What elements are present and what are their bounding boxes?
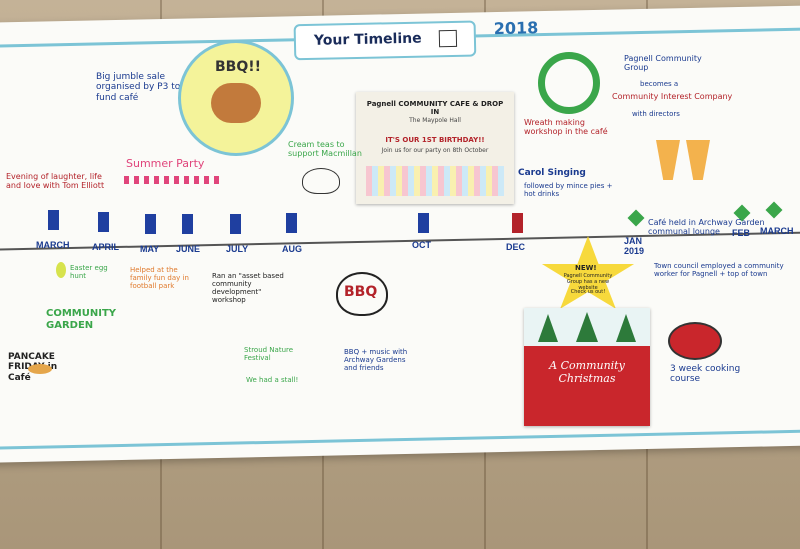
note-helped-family: Helped at the family fun day in football… bbox=[130, 266, 189, 291]
month-label-march: MARCH bbox=[36, 240, 70, 250]
burger-icon bbox=[211, 83, 261, 123]
note-community-garden: COMMUNITY GARDEN bbox=[46, 308, 117, 331]
note-evening-laughter: Evening of laughter, life and love with … bbox=[6, 172, 105, 191]
bbq-grill-label: BBQ bbox=[344, 284, 378, 300]
note-bbq-music: BBQ + music with Archway Gardens and fri… bbox=[344, 348, 408, 373]
note-community-group: Pagnell Community Group bbox=[624, 54, 702, 73]
cafe-flyer-venue: The Maypole Hall bbox=[409, 117, 461, 124]
christmas-flyer-title: A Community Christmas bbox=[549, 359, 625, 385]
cafe-flyer-join: Join us for our party on 8th October bbox=[381, 147, 489, 154]
note-carol-sub: followed by mince pies + hot drinks bbox=[524, 182, 613, 199]
christmas-flyer: A Community Christmas bbox=[524, 308, 650, 426]
month-label-jan: JAN 2019 bbox=[624, 236, 645, 256]
cafe-flyer-birthday: IT'S OUR 1ST BIRTHDAY!! bbox=[385, 136, 485, 144]
note-cream-teas: Cream teas to support Macmillan bbox=[288, 140, 362, 159]
bbq-flyer-circle: BBQ!! bbox=[178, 40, 294, 156]
year-label: 2018 bbox=[493, 18, 539, 39]
month-label-july: JULY bbox=[226, 244, 249, 254]
note-asset-workshop: Ran an "asset based community developmen… bbox=[212, 272, 284, 305]
note-wreath-workshop: Wreath making workshop in the café bbox=[524, 118, 608, 137]
teapot-icon bbox=[302, 168, 340, 194]
month-label-dec: DEC bbox=[506, 242, 526, 252]
month-label-feb: FEB bbox=[732, 228, 750, 238]
bbq-flyer-title: BBQ!! bbox=[215, 59, 262, 75]
month-mark-april bbox=[98, 212, 109, 232]
calendar-icon bbox=[438, 29, 458, 48]
month-mark-may bbox=[145, 214, 156, 234]
month-mark-oct bbox=[418, 213, 429, 233]
month-mark-dec bbox=[512, 213, 523, 233]
title-box: Your Timeline bbox=[293, 20, 477, 61]
bottom-border-line bbox=[0, 429, 800, 450]
note-cic: Community Interest Company bbox=[612, 92, 733, 101]
star-new-label: NEW! bbox=[575, 264, 597, 272]
note-jumble-sale: Big jumble sale organised by P3 to fund … bbox=[96, 72, 181, 103]
month-mark-aug bbox=[286, 213, 297, 233]
bbq-grill-icon: BBQ bbox=[336, 272, 388, 316]
note-summer-party: Summer Party bbox=[126, 157, 205, 170]
month-label-june: JUNE bbox=[176, 244, 201, 254]
month-label-march-2019: MARCH bbox=[760, 226, 794, 236]
note-garden-cafe: Café held in Archway Garden communal lou… bbox=[648, 218, 765, 237]
month-label-oct: OCT bbox=[412, 240, 431, 250]
note-stroud-festival: Stroud Nature Festival bbox=[244, 346, 294, 363]
note-directors: with directors bbox=[632, 110, 680, 118]
cafe-flyer-heading: Pagnell COMMUNITY CAFE & DROP IN bbox=[366, 100, 504, 117]
note-had-stall: We had a stall! bbox=[246, 376, 299, 384]
note-town-council: Town council employed a community worker… bbox=[654, 262, 784, 279]
bunting-decoration bbox=[124, 176, 224, 184]
month-mark-march bbox=[48, 210, 59, 230]
cooking-pot-icon bbox=[668, 322, 722, 360]
easter-egg-icon bbox=[56, 262, 66, 278]
month-label-aug: AUG bbox=[282, 244, 302, 254]
month-mark-july bbox=[230, 214, 241, 234]
confetti-decoration bbox=[366, 166, 504, 196]
note-becomes: becomes a bbox=[640, 80, 679, 88]
star-website-text: Pagnell Community Group has a new websit… bbox=[563, 273, 613, 291]
page-title: Your Timeline bbox=[313, 30, 422, 49]
note-easter-eggs: Easter egg hunt bbox=[70, 264, 108, 281]
month-mark-june bbox=[182, 214, 193, 234]
note-cooking-course: 3 week cooking course bbox=[670, 364, 741, 385]
star-check-text: Check us out! bbox=[570, 289, 606, 295]
pancake-icon bbox=[28, 364, 52, 374]
month-label-may: MAY bbox=[140, 244, 160, 254]
note-carol-singing: Carol Singing bbox=[518, 168, 586, 178]
cafe-birthday-flyer: Pagnell COMMUNITY CAFE & DROP IN The May… bbox=[356, 92, 514, 204]
month-label-april: APRIL bbox=[92, 242, 119, 252]
wreath-icon bbox=[538, 52, 600, 114]
